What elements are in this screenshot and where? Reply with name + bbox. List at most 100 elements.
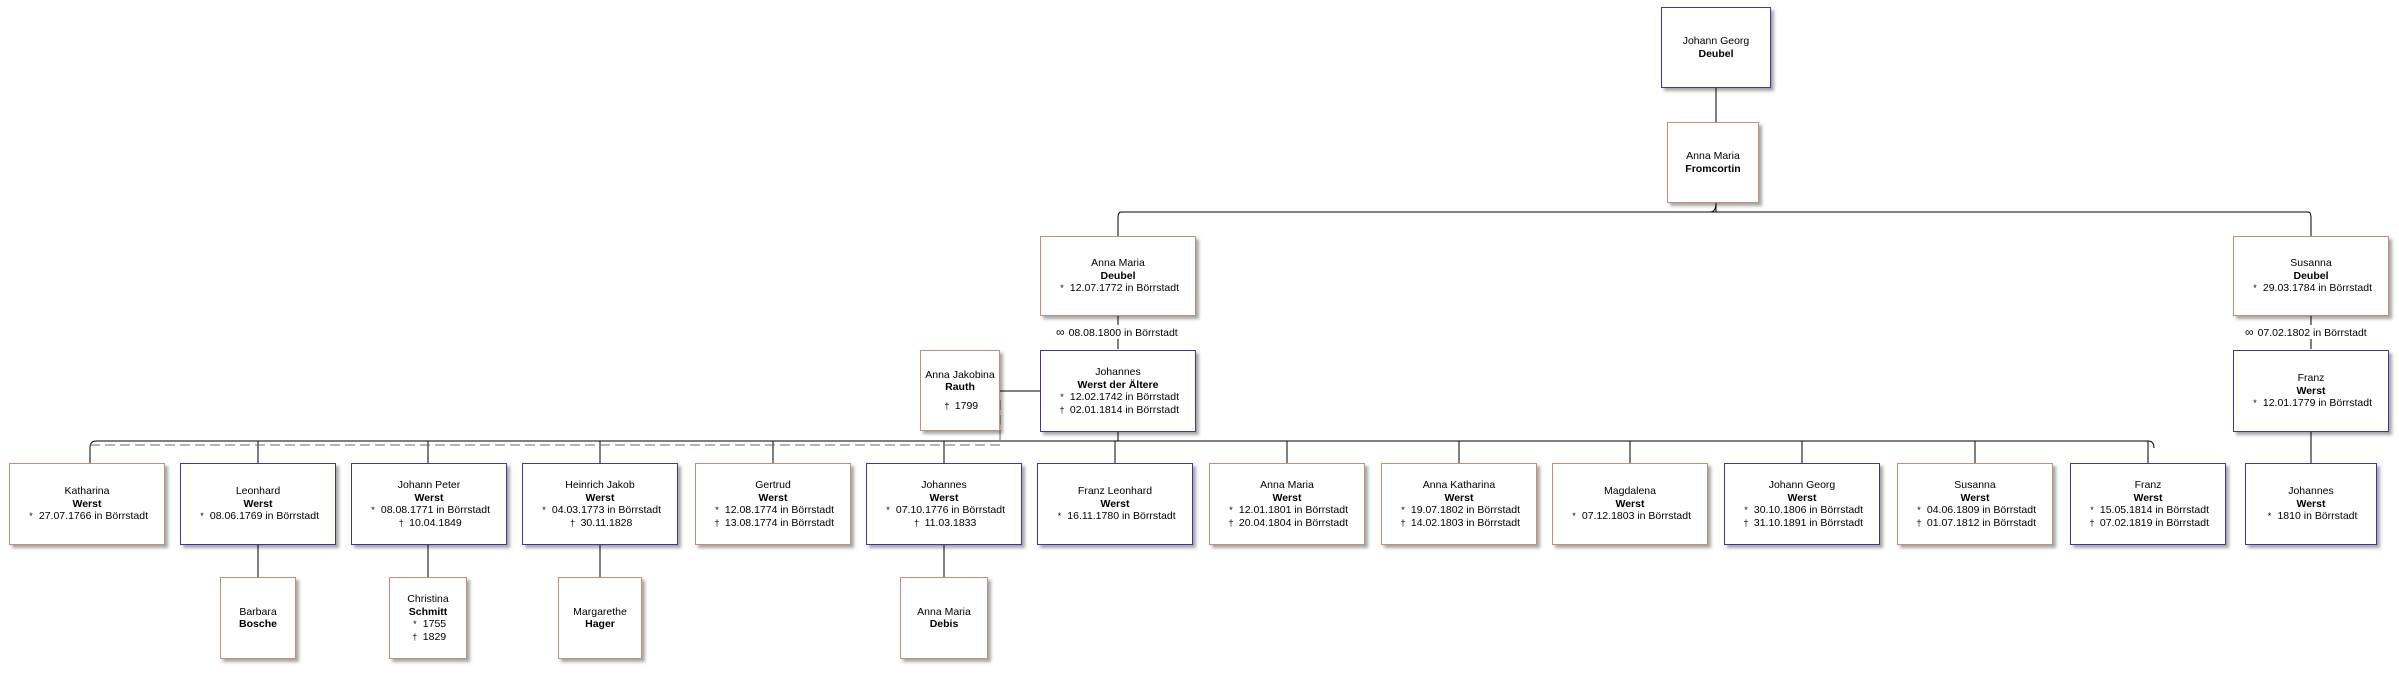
given-name: Franz <box>2134 479 2162 491</box>
born-icon: * <box>2253 398 2257 409</box>
died-icon: † <box>398 517 404 528</box>
person-box[interactable]: Anna Maria Fromcortin <box>1667 122 1759 203</box>
line-children-bar <box>89 440 2155 449</box>
birth-date: 27.07.1766 in Börrstadt <box>38 510 149 523</box>
marriage-label: ∞08.08.1800 in Börrstadt <box>1056 325 1178 339</box>
given-name: Leonhard <box>235 485 281 498</box>
surname: Werst <box>1100 497 1130 510</box>
marriage-icon: ∞ <box>1056 325 1065 339</box>
person-box[interactable]: Johann Peter Werst * 08.08.1771 in Börrs… <box>351 463 507 545</box>
death-date: 1799 <box>954 399 979 412</box>
birth-date: 29.03.1784 in Börrstadt <box>2262 282 2373 295</box>
given-name: Katharina <box>64 485 110 498</box>
surname: Deubel <box>2293 269 2329 282</box>
born-icon: * <box>2090 505 2094 515</box>
given-name: Susanna <box>1954 479 1996 491</box>
surname: Deubel <box>1100 269 1136 282</box>
born-icon: * <box>1057 511 1062 522</box>
birth-date: 30.10.1806 in Börrstadt <box>1753 504 1864 516</box>
birth-date: 1810 in Börrstadt <box>2277 510 2358 523</box>
person-box[interactable]: Johann Georg Werst * 30.10.1806 in Börrs… <box>1724 463 1880 545</box>
birth-date: 16.11.1780 in Börrstadt <box>1067 510 1176 523</box>
given-name: Johann Georg <box>1768 479 1836 491</box>
surname: Schmitt <box>408 605 448 618</box>
person-box[interactable]: Johannes Werst * 1810 in Börrstadt <box>2245 463 2377 545</box>
person-box[interactable]: Barbara Bosche <box>220 577 296 659</box>
person-box[interactable]: Heinrich Jakob Werst * 04.03.1773 in Bör… <box>522 463 678 545</box>
marriage-date: 07.02.1802 in Börrstadt <box>2257 327 2367 339</box>
person-box[interactable]: Margarethe Hager <box>558 577 642 659</box>
given-name: Johannes <box>1095 366 1141 378</box>
born-icon: * <box>1744 505 1748 515</box>
surname: Werst <box>1272 491 1302 504</box>
person-box[interactable]: Anna Katharina Werst * 19.07.1802 in Bör… <box>1381 463 1537 545</box>
surname: Werst <box>243 497 273 510</box>
surname: Debis <box>929 618 959 630</box>
given-name: Magdalena <box>1604 485 1656 498</box>
person-box[interactable]: Gertrud Werst * 12.08.1774 in Börrstadt … <box>695 463 851 545</box>
marriage-date: 08.08.1800 in Börrstadt <box>1068 327 1178 339</box>
person-box[interactable]: Christina Schmitt * 1755 † 1829 <box>389 577 467 659</box>
birth-date: 08.08.1771 in Börrstadt <box>380 504 491 516</box>
birth-date: 12.07.1772 in Börrstadt <box>1069 282 1180 295</box>
marriage-icon: ∞ <box>2245 325 2254 339</box>
person-box[interactable]: Johannes Werst der Ältere * 12.02.1742 i… <box>1040 350 1196 432</box>
born-icon: * <box>715 505 719 515</box>
surname: Werst <box>2296 497 2326 510</box>
person-box[interactable]: Leonhard Werst * 08.06.1769 in Börrstadt <box>180 463 336 545</box>
given-name: Susanna <box>2290 257 2332 270</box>
person-box[interactable]: Johannes Werst * 07.10.1776 in Börrstadt… <box>866 463 1022 545</box>
given-name: Anna Jakobina <box>925 368 995 381</box>
born-icon: * <box>200 511 204 522</box>
birth-date: 1755 <box>422 618 447 630</box>
given-name: Barbara <box>239 605 277 618</box>
born-icon: * <box>371 505 375 515</box>
given-name: Anna Maria <box>1686 150 1740 162</box>
given-name: Gertrud <box>755 479 791 491</box>
marriage-label: ∞07.02.1802 in Börrstadt <box>2245 325 2367 339</box>
death-date: 07.02.1819 in Börrstadt <box>2099 516 2210 529</box>
surname: Werst <box>2296 384 2326 397</box>
given-name: Franz <box>2297 372 2325 385</box>
given-name: Johann Peter <box>397 479 461 491</box>
birth-date: 08.06.1769 in Börrstadt <box>209 510 320 523</box>
person-box[interactable]: Magdalena Werst * 07.12.1803 in Börrstad… <box>1552 463 1708 545</box>
line-first-marriage-children <box>90 398 1001 446</box>
surname: Werst <box>1787 491 1817 504</box>
birth-date: 07.10.1776 in Börrstadt <box>895 504 1006 516</box>
born-icon: * <box>1572 511 1576 522</box>
person-box[interactable]: Anna Jakobina Rauth † 1799 <box>920 350 1000 431</box>
surname: Werst <box>1960 491 1990 504</box>
person-box[interactable]: Anna Maria Werst * 12.01.1801 in Börrsta… <box>1209 463 1365 545</box>
person-box[interactable]: Johann Georg Deubel <box>1661 7 1771 88</box>
death-date: 14.02.1803 in Börrstadt <box>1410 516 1521 529</box>
person-box[interactable]: Susanna Werst * 04.06.1809 in Börrstadt … <box>1897 463 2053 545</box>
born-icon: * <box>2253 283 2257 294</box>
person-box[interactable]: Susanna Deubel * 29.03.1784 in Börrstadt <box>2233 236 2389 316</box>
surname: Werst <box>585 491 615 504</box>
person-box[interactable]: Franz Leonhard Werst * 16.11.1780 in Bör… <box>1037 463 1193 545</box>
died-icon: † <box>944 400 950 411</box>
surname: Bosche <box>239 618 277 630</box>
surname: Werst <box>1615 497 1645 510</box>
birth-date: 04.06.1809 in Börrstadt <box>1926 504 2037 516</box>
birth-date: 12.08.1774 in Börrstadt <box>724 504 835 516</box>
person-box[interactable]: Franz Werst * 12.01.1779 in Börrstadt <box>2233 350 2389 432</box>
birth-date: 04.03.1773 in Börrstadt <box>551 504 662 516</box>
given-name: Johannes <box>2288 485 2334 498</box>
surname: Rauth <box>945 381 975 394</box>
surname: Werst <box>1444 491 1474 504</box>
died-icon: † <box>2089 517 2095 528</box>
given-name: Johann Georg <box>1682 35 1750 47</box>
born-icon: * <box>542 505 546 515</box>
person-box[interactable]: Franz Werst * 15.05.1814 in Börrstadt † … <box>2070 463 2226 545</box>
surname: Deubel <box>1698 47 1734 60</box>
person-box[interactable]: Katharina Werst * 27.07.1766 in Börrstad… <box>9 463 165 545</box>
surname: Werst der Ältere <box>1077 378 1159 391</box>
given-name: Anna Maria <box>1091 257 1145 270</box>
person-box[interactable]: Anna Maria Deubel * 12.07.1772 in Börrst… <box>1040 236 1196 316</box>
born-icon: * <box>413 619 417 629</box>
given-name: Anna Katharina <box>1422 479 1496 491</box>
person-box[interactable]: Anna Maria Debis <box>900 577 988 659</box>
